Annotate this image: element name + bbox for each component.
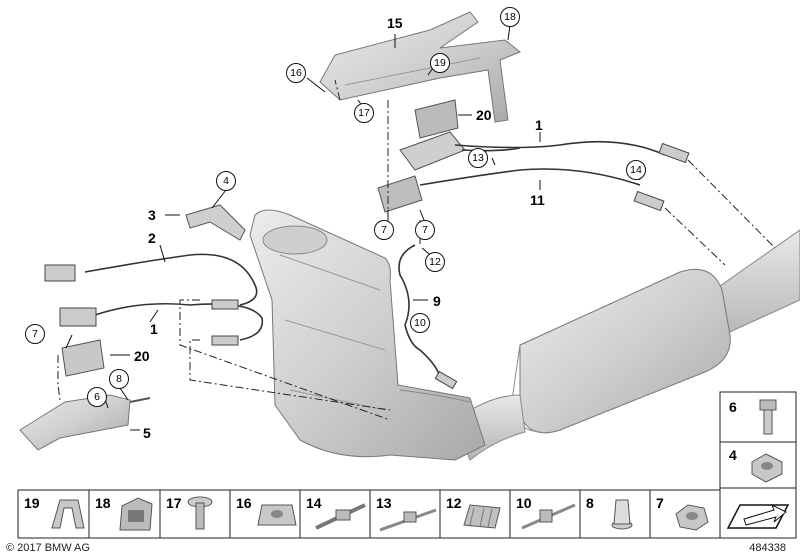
svg-text:6: 6 — [94, 391, 100, 403]
callout-7-center-b: 7 — [415, 220, 435, 240]
svg-text:16: 16 — [290, 67, 302, 79]
label-9: 9 — [433, 293, 441, 309]
figure-id: 484338 — [749, 542, 786, 554]
svg-text:13: 13 — [472, 152, 484, 164]
callout-14: 14 — [626, 160, 646, 180]
callout-6: 6 — [87, 387, 107, 407]
heat-shield-15 — [319, 11, 521, 123]
screw-icon — [187, 496, 213, 530]
callout-12: 12 — [425, 252, 445, 272]
nut-icon — [675, 504, 709, 531]
callout-16: 16 — [286, 63, 306, 83]
callout-10: 10 — [410, 313, 430, 333]
callout-8: 8 — [109, 369, 129, 389]
sensor-9 — [398, 244, 441, 381]
label-20-upper: 20 — [476, 107, 492, 123]
svg-text:12: 12 — [429, 256, 441, 268]
cable-tie-icon — [521, 503, 576, 530]
sensor-control-unit-upper — [377, 99, 466, 213]
part-8-number: 8 — [586, 495, 594, 511]
svg-text:7: 7 — [422, 224, 428, 236]
svg-text:10: 10 — [414, 317, 426, 329]
cable-tie-icon — [315, 503, 366, 530]
grommet-icon — [463, 504, 501, 529]
part-13-number: 13 — [376, 495, 392, 511]
expansion-rivet-icon — [611, 499, 633, 530]
label-1-right: 1 — [535, 117, 543, 133]
label-2: 2 — [148, 230, 156, 246]
svg-text:8: 8 — [116, 373, 122, 385]
spring-clip-icon — [119, 497, 153, 531]
part-16-number: 16 — [236, 495, 252, 511]
page-arrow-icon — [726, 503, 790, 529]
label-15: 15 — [387, 15, 403, 31]
copyright-text: © 2017 BMW AG — [6, 542, 90, 554]
sensor-connectors-left — [44, 264, 239, 346]
svg-text:7: 7 — [32, 328, 38, 340]
part-18-number: 18 — [95, 495, 111, 511]
sensor-wires-right — [419, 140, 666, 186]
part-12-number: 12 — [446, 495, 462, 511]
callout-13: 13 — [468, 148, 488, 168]
label-1-left: 1 — [150, 321, 158, 337]
cable-tie-icon — [379, 508, 437, 532]
side-part-6-number: 6 — [729, 399, 737, 415]
label-11: 11 — [530, 192, 545, 208]
callout-4: 4 — [216, 171, 236, 191]
label-5: 5 — [143, 425, 151, 441]
sensor-9-probe — [434, 370, 458, 390]
svg-text:4: 4 — [223, 175, 229, 187]
svg-text:14: 14 — [630, 164, 642, 176]
nut-icon — [751, 453, 783, 483]
clamp-nut-icon — [257, 504, 297, 526]
part-19-number: 19 — [24, 495, 40, 511]
part-10-number: 10 — [516, 495, 532, 511]
callout-7-left: 7 — [25, 324, 45, 344]
callout-7-center-a: 7 — [374, 220, 394, 240]
bracket-3 — [185, 204, 246, 241]
callout-18: 18 — [500, 7, 520, 27]
sensor-control-unit-left — [61, 339, 105, 377]
svg-text:19: 19 — [434, 57, 446, 69]
svg-text:18: 18 — [504, 11, 516, 23]
callout-17: 17 — [354, 103, 374, 123]
part-7-number: 7 — [656, 495, 664, 511]
part-14-number: 14 — [306, 495, 322, 511]
side-part-4-number: 4 — [729, 447, 737, 463]
label-20-left: 20 — [134, 348, 150, 364]
clip-icon — [51, 499, 85, 529]
bolt-icon — [759, 399, 777, 435]
particulate-filter — [249, 209, 486, 461]
side-parts-panel: 6 4 — [719, 391, 797, 539]
part-17-number: 17 — [166, 495, 182, 511]
label-3: 3 — [148, 207, 156, 223]
bracket-5 — [19, 394, 151, 451]
svg-text:17: 17 — [358, 107, 370, 119]
sensor-probes-right — [633, 142, 690, 212]
callout-19: 19 — [430, 53, 450, 73]
bottom-parts-strip: 19 18 17 16 14 13 12 10 8 7 — [17, 489, 721, 539]
sensor-wires-left — [84, 253, 264, 341]
svg-text:7: 7 — [381, 224, 387, 236]
